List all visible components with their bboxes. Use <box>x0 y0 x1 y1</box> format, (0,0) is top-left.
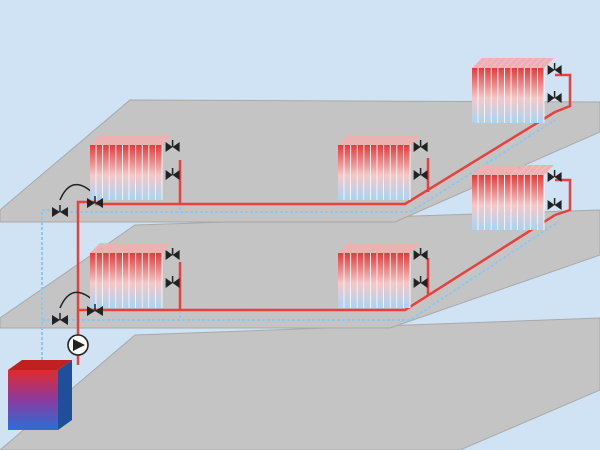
valve-icon <box>165 276 180 288</box>
radiator-floor1-middle <box>338 135 420 200</box>
valve-icon <box>165 140 180 152</box>
valve-icon <box>547 170 562 182</box>
valve-icon <box>413 140 428 152</box>
return-pipe-floor2 <box>60 119 556 213</box>
radiator-floor2-left <box>90 243 172 308</box>
valve-icon <box>413 248 428 260</box>
supply-pipe-floor2 <box>95 110 556 206</box>
valve-icon <box>413 168 428 180</box>
valve-icon <box>87 196 103 208</box>
supply-branch-right-bottom <box>554 178 572 217</box>
return-pipe-floor1 <box>42 221 559 321</box>
circulation-pump-icon <box>67 334 89 356</box>
valve-icon <box>547 91 562 103</box>
supply-branch-right-top <box>554 73 572 114</box>
valve-icon <box>547 198 562 210</box>
ground-slab <box>0 317 600 450</box>
valve-icon <box>165 168 180 180</box>
radiator-floor1-left <box>90 135 172 200</box>
radiator-floor2-middle <box>338 243 420 308</box>
radiator-floor2-right <box>472 165 554 230</box>
valve-icon <box>52 205 68 217</box>
boiler-icon <box>8 360 72 430</box>
valve-icon <box>547 63 562 75</box>
valve-icon <box>52 313 68 325</box>
valves <box>52 63 562 325</box>
valve-icon <box>87 304 103 316</box>
radiator-floor1-right <box>472 58 554 123</box>
supply-pipe-floor1 <box>78 213 556 312</box>
valve-icon <box>413 276 428 288</box>
valve-icon <box>165 248 180 260</box>
radiators <box>90 58 554 308</box>
